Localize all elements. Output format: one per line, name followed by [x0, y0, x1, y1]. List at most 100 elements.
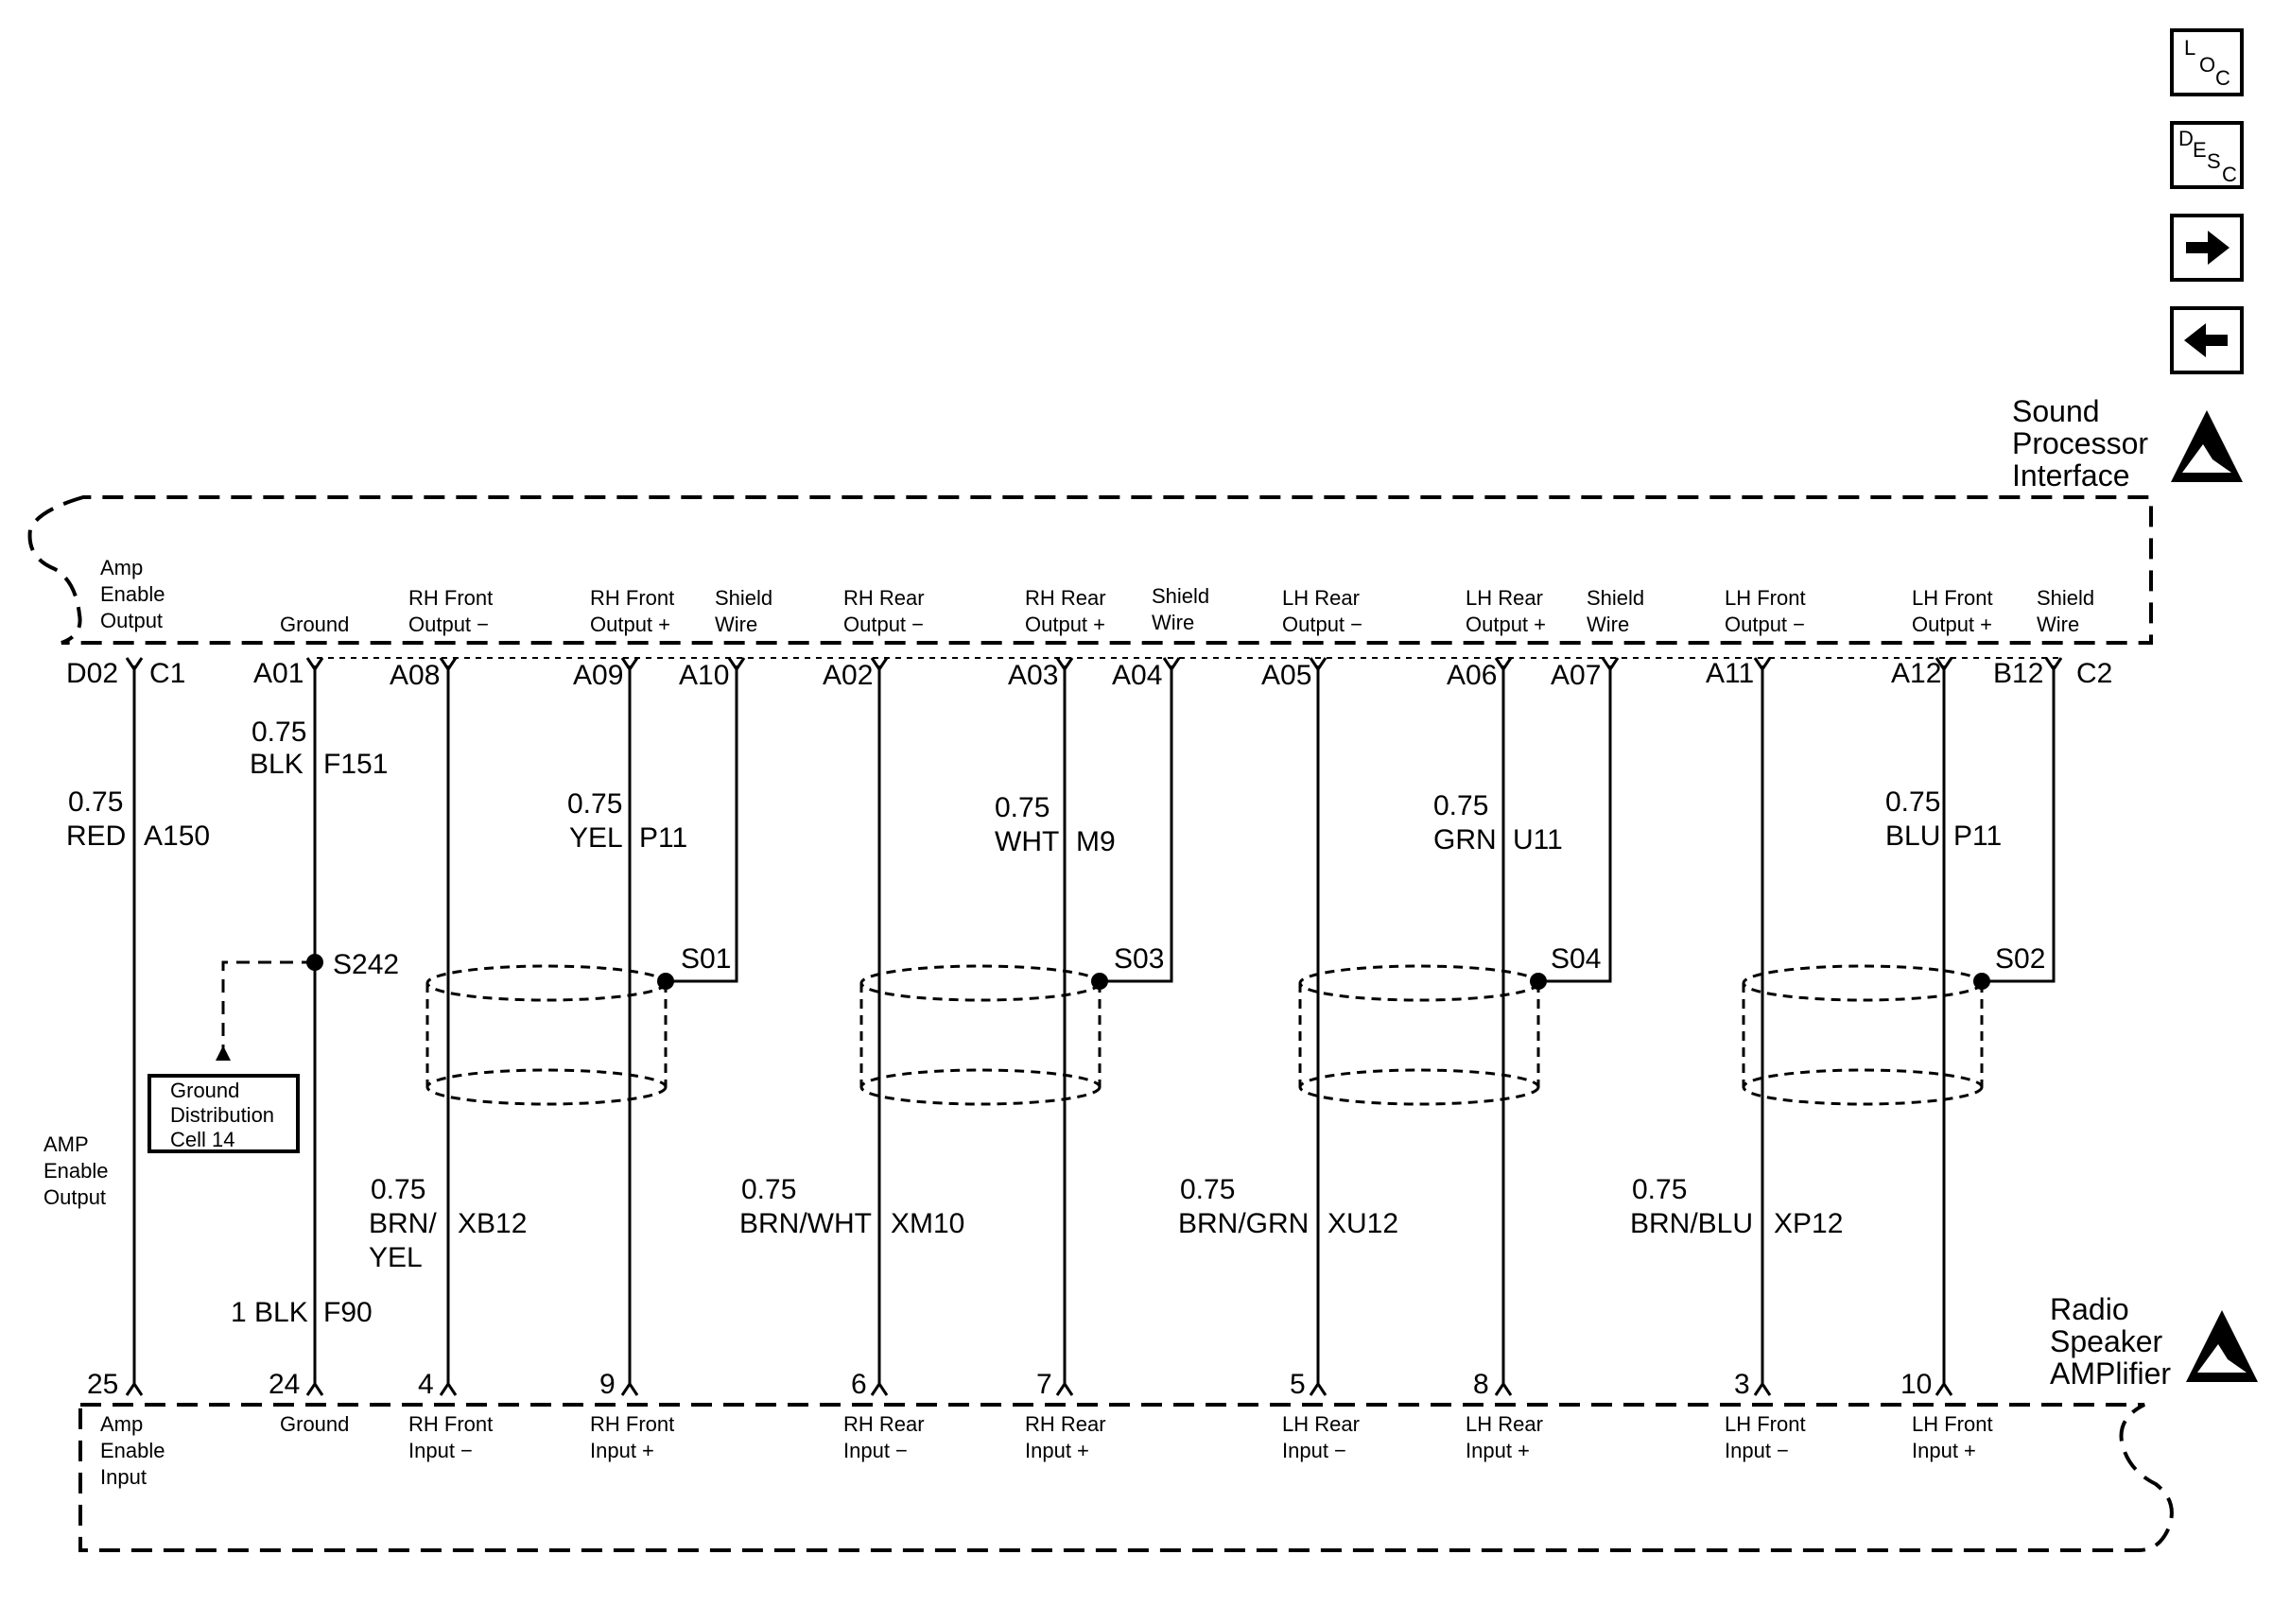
side-label-1: AMP [43, 1132, 89, 1156]
loc-letter-l: L [2184, 36, 2195, 60]
top-pin-label-11a: Shield [1587, 586, 1644, 610]
wires [132, 665, 2056, 1384]
bottom-pin-label-9b: Input − [1725, 1439, 1789, 1462]
wire-lhf-minus-circuit: XP12 [1774, 1208, 1843, 1239]
top-pin-a09: A09 [573, 660, 623, 691]
wire-lhf-plus-color: BLU [1885, 821, 1940, 852]
loc-button[interactable]: L O C [2170, 28, 2244, 96]
ground-ref-line-2: Distribution [170, 1103, 274, 1127]
top-pin-a02: A02 [823, 660, 873, 691]
wire-lhr-minus-color: BRN/GRN [1178, 1208, 1309, 1239]
desc-letter-s: S [2207, 149, 2221, 173]
splice-dots [306, 954, 1990, 990]
desc-letter-c: C [2222, 163, 2237, 186]
wire-amp-size: 0.75 [68, 786, 123, 818]
top-pin-a10: A10 [679, 660, 729, 691]
wire-rhr-plus-circuit: M9 [1076, 826, 1116, 857]
bottom-pin-5: 5 [1290, 1369, 1306, 1400]
desc-button[interactable]: D E S C [2170, 121, 2244, 189]
bottom-pin-25: 25 [87, 1369, 118, 1400]
ground-ref-line-1: Ground [170, 1079, 239, 1102]
wire-rhr-minus-circuit: XM10 [891, 1208, 964, 1239]
top-pin-a06: A06 [1447, 660, 1497, 691]
top-pin-label-10a: LH Rear [1466, 586, 1543, 610]
wire-shield-3 [1538, 665, 1612, 983]
top-pin-label-5b: Wire [715, 613, 757, 636]
bottom-pin-label-8a: LH Rear [1466, 1412, 1543, 1436]
bottom-pins: 25 24 4 9 6 7 5 8 3 10 [87, 1369, 1932, 1400]
top-pin-label-4a: RH Front [590, 586, 674, 610]
top-pin-label-1a: Amp [100, 556, 143, 579]
bottom-pin-label-9a: LH Front [1725, 1412, 1806, 1436]
side-label: AMP Enable Output [43, 1132, 109, 1209]
splice-s02: S02 [1995, 943, 2045, 975]
top-pin-a12: A12 [1891, 658, 1941, 689]
wire-ground-color: BLK [250, 749, 304, 780]
top-module-title-1: Sound [2012, 394, 2100, 428]
bottom-pin-label-6a: RH Rear [1025, 1412, 1106, 1436]
wire-rhr-plus-size: 0.75 [995, 792, 1050, 823]
bottom-pin-label-3b: Input − [408, 1439, 473, 1462]
wire-lhr-minus-size: 0.75 [1180, 1174, 1235, 1205]
bottom-pin-label-10a: LH Front [1912, 1412, 1993, 1436]
top-module-title-2: Processor [2012, 426, 2148, 460]
top-pin-label-12a: LH Front [1725, 586, 1806, 610]
previous-button[interactable] [2170, 306, 2244, 374]
wire-rhf-minus-color1: BRN/ [369, 1208, 437, 1239]
wire-rhf-minus-color2: YEL [369, 1242, 423, 1273]
bottom-module-title-2: Speaker [2050, 1324, 2163, 1358]
top-pin-label-2: Ground [280, 613, 349, 636]
top-pin-a07: A07 [1551, 660, 1601, 691]
bottom-pin-label-4a: RH Front [590, 1412, 674, 1436]
wire-labels: 0.75 RED A150 0.75 BLK F151 1 BLK F90 0.… [66, 717, 2002, 1328]
wire-rhf-minus-size: 0.75 [371, 1174, 425, 1205]
top-pin-label-13a: LH Front [1912, 586, 1993, 610]
connector-c1: C1 [149, 658, 185, 689]
bottom-module-boundary [78, 1403, 2174, 1552]
bottom-pin-labels: Amp Enable Input Ground RH Front Input −… [100, 1412, 1993, 1489]
ground-distribution-link[interactable]: Ground Distribution Cell 14 [147, 1074, 300, 1153]
arrow-left-icon [2184, 323, 2228, 357]
esd-warning-icon [2171, 410, 2243, 482]
wire-lhf-minus-size: 0.75 [1632, 1174, 1687, 1205]
splice-dot-s03 [1091, 973, 1108, 990]
wire-amp-color: RED [66, 821, 126, 852]
wire-ground-size: 0.75 [252, 717, 306, 748]
wire-shield-1 [666, 665, 738, 983]
splice-s04: S04 [1551, 943, 1601, 975]
bottom-pin-label-7b: Input − [1282, 1439, 1346, 1462]
wire-lhr-plus-color: GRN [1433, 824, 1497, 855]
top-module-boundary [27, 495, 2153, 645]
ground-reference-arrow [216, 1045, 231, 1061]
splice-s03: S03 [1114, 943, 1164, 975]
top-module-title-3: Interface [2012, 458, 2130, 492]
next-button[interactable] [2170, 214, 2244, 282]
top-pin-label-3b: Output − [408, 613, 489, 636]
wire-shield-2 [1100, 665, 1173, 983]
top-pin-b12: B12 [1993, 658, 2043, 689]
wire-rhr-minus-color: BRN/WHT [739, 1208, 872, 1239]
splice-dot-s04 [1530, 973, 1547, 990]
top-pin-a11: A11 [1706, 658, 1754, 689]
top-pin-label-1b: Enable [100, 582, 165, 606]
bottom-pin-7: 7 [1036, 1369, 1052, 1400]
splice-s242: S242 [333, 949, 399, 980]
wire-rhr-plus-color: WHT [995, 826, 1059, 857]
wire-lhr-minus-circuit: XU12 [1327, 1208, 1398, 1239]
shield-lh-front [1742, 964, 1984, 1106]
top-connector-marks [125, 657, 2063, 672]
bottom-pin-10: 10 [1900, 1369, 1932, 1400]
bottom-pin-9: 9 [599, 1369, 616, 1400]
wire-rhf-plus-color: YEL [569, 822, 623, 854]
top-pin-d02: D02 [66, 658, 118, 689]
top-pin-a01: A01 [253, 658, 304, 689]
arrow-right-icon [2186, 231, 2230, 265]
top-pins: D02 C1 A01 A08 A09 A10 A02 A03 A04 A05 A… [66, 658, 2112, 691]
bottom-pin-3: 3 [1734, 1369, 1750, 1400]
wire-shield-4 [1982, 665, 2056, 983]
top-pin-label-9a: LH Rear [1282, 586, 1360, 610]
wire-rhf-plus-size: 0.75 [567, 788, 622, 820]
wire-ground2-sizecolor: 1 BLK [231, 1297, 308, 1328]
wire-rhr-minus-size: 0.75 [741, 1174, 796, 1205]
wire-lhf-plus-circuit: P11 [1953, 821, 2002, 852]
